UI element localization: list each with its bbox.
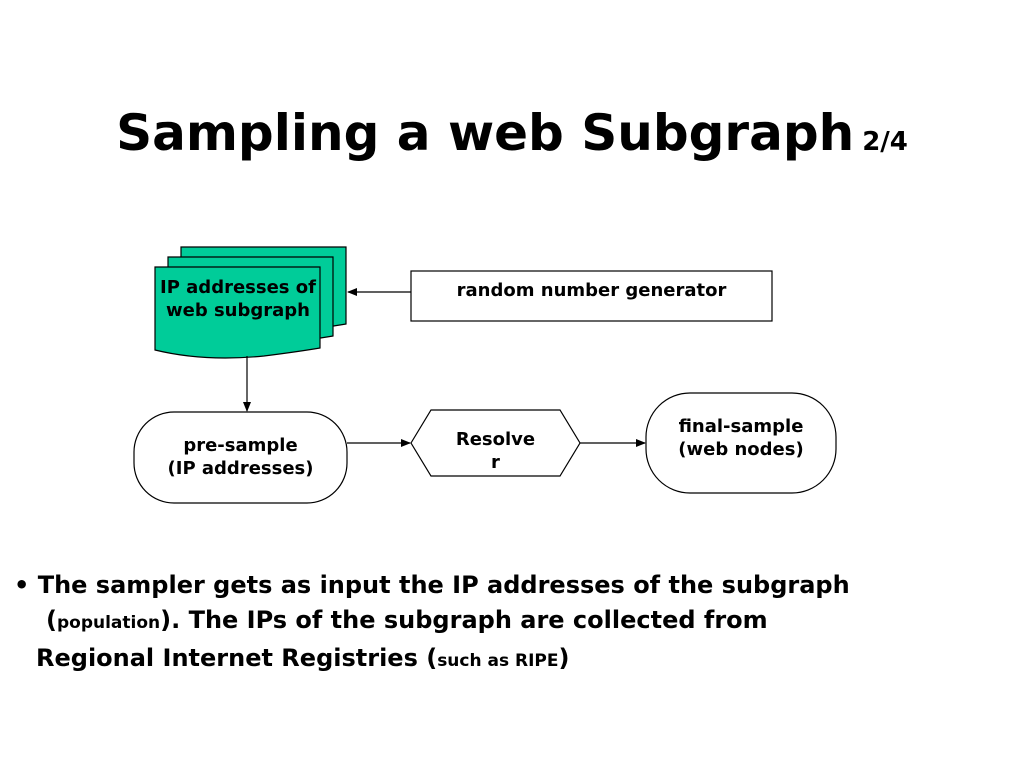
resolver-label: Resolve r xyxy=(431,428,560,474)
title-text: Sampling a web Subgraph xyxy=(116,104,855,162)
page-number: 2/4 xyxy=(862,127,908,157)
rng-box xyxy=(410,270,773,322)
bullet-text-2: ). The IPs of the subgraph are collected… xyxy=(160,606,768,634)
pre-sample-line-2: (IP addresses) xyxy=(167,458,314,479)
final-sample-box xyxy=(645,392,837,494)
bullet-line-2: (population). The IPs of the subgraph ar… xyxy=(14,603,1014,641)
bullet-paragraph: • The sampler gets as input the IP addre… xyxy=(14,568,1014,679)
bullet-text-1: The sampler gets as input the IP address… xyxy=(37,571,850,599)
ip-addresses-label: IP addresses of web subgraph xyxy=(160,277,316,321)
bullet-line-1: • The sampler gets as input the IP addre… xyxy=(14,568,1014,603)
ip-documents-stack xyxy=(154,246,347,359)
final-sample-line-1: final-sample xyxy=(678,416,804,437)
resolver-line-1: Resolve xyxy=(455,429,536,450)
bullet-mark: • xyxy=(14,571,30,599)
rng-label: random number generator xyxy=(456,280,727,301)
document-front xyxy=(154,266,321,359)
bullet-line-3: Regional Internet Registries (such as RI… xyxy=(14,641,1014,679)
population-text: population xyxy=(56,613,161,633)
pre-sample-label: pre-sample (IP addresses) xyxy=(134,434,347,480)
bullet-text-3: Regional Internet Registries ( xyxy=(36,644,438,672)
pre-sample-line-1: pre-sample xyxy=(183,435,298,456)
paren-open: ( xyxy=(46,606,57,634)
resolver-line-2: r xyxy=(491,452,500,473)
paren-close: ) xyxy=(558,644,570,672)
final-sample-line-2: (web nodes) xyxy=(678,439,804,460)
such-as-ripe-text: such as RIPE xyxy=(437,651,559,671)
final-sample-label: final-sample (web nodes) xyxy=(646,415,836,461)
pre-sample-box xyxy=(133,411,348,504)
